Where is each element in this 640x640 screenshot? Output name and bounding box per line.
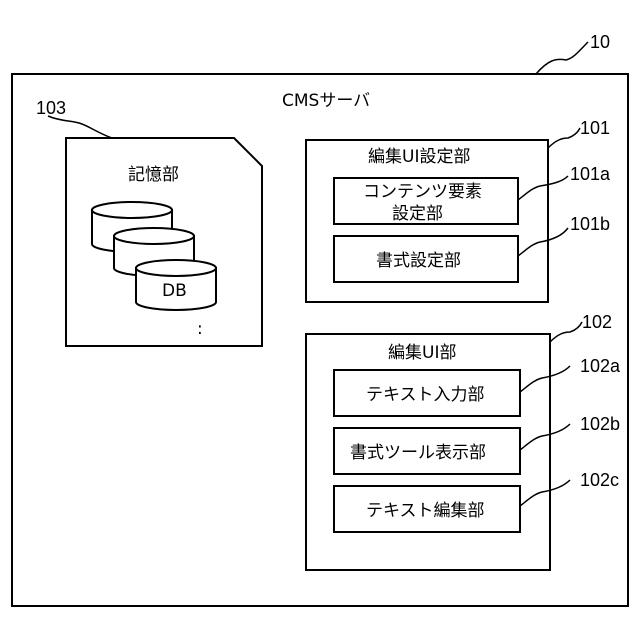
cms-server-title: CMSサーバ <box>282 91 370 111</box>
edit-ui-title: 編集UI部 <box>388 343 456 363</box>
content-element-line1: コンテンツ要素 <box>363 182 482 202</box>
edit-ui-settings-ref: 101 <box>580 118 610 138</box>
storage-ellipsis: : <box>197 319 203 339</box>
text-edit-ref: 102c <box>580 470 619 490</box>
storage-title: 記憶部 <box>128 165 179 185</box>
format-settings-ref: 101b <box>570 214 610 234</box>
format-settings-label: 書式設定部 <box>376 251 461 271</box>
edit-ui-ref: 102 <box>582 312 612 332</box>
format-tool-display-label: 書式ツール表示部 <box>350 443 486 463</box>
edit-ui-settings-title: 編集UI設定部 <box>368 147 470 167</box>
cms-server-ref: 10 <box>590 32 610 52</box>
content-element-line2: 設定部 <box>392 204 443 224</box>
text-input-ref: 102a <box>580 356 621 376</box>
content-element-ref: 101a <box>570 164 611 184</box>
format-tool-display-ref: 102b <box>580 414 620 434</box>
text-input-label: テキスト入力部 <box>366 385 485 405</box>
cms-server-leader <box>536 42 588 74</box>
db-label: DB <box>162 281 187 301</box>
storage-ref: 103 <box>36 98 66 118</box>
text-edit-label: テキスト編集部 <box>366 501 485 521</box>
